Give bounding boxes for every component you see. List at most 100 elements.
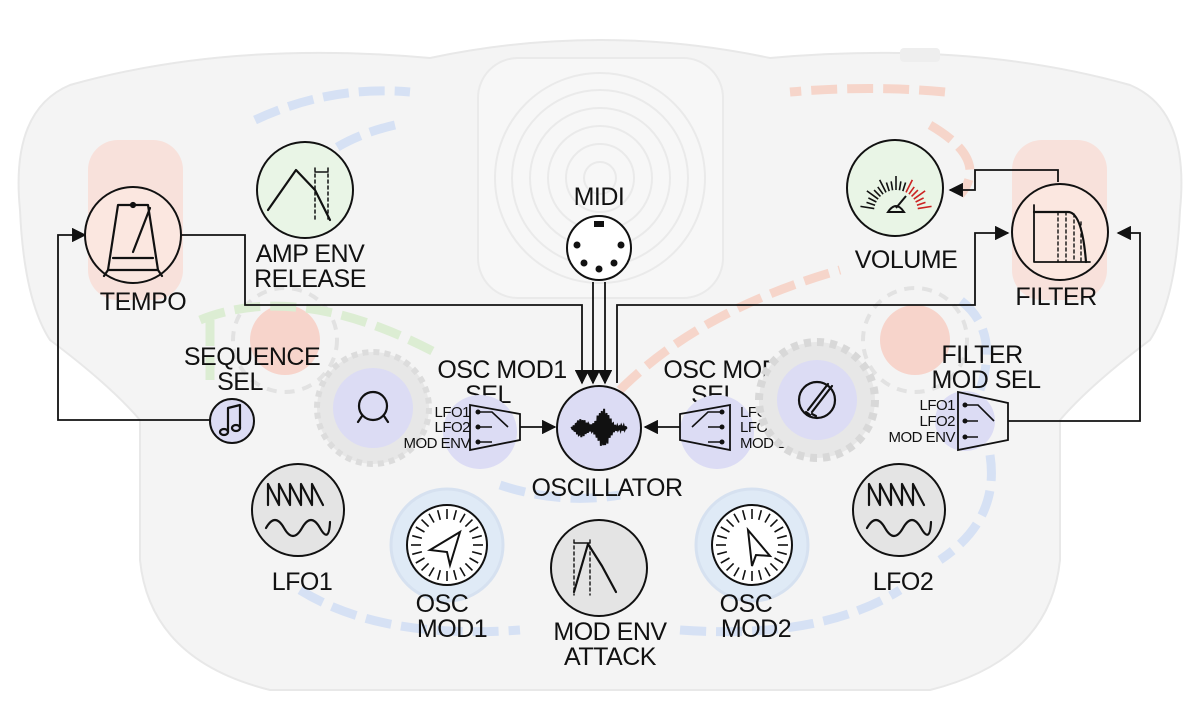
tick-mark: [452, 569, 458, 580]
filter-mod-input-lfo2: LFO2: [919, 413, 955, 430]
tick-mark: [915, 197, 924, 203]
tick-mark: [866, 201, 876, 206]
tick-mark: [471, 534, 482, 540]
tick-mark: [420, 518, 430, 528]
vu-meter-icon: [860, 176, 932, 213]
waveform-icon: [570, 408, 628, 446]
tick-mark: [774, 557, 784, 564]
osc-mod1-label-line1: OSC: [416, 590, 469, 618]
osc-mod1-sel-switch[interactable]: OSC MOD1 SEL LFO1 LFO2 MOD ENV: [403, 356, 567, 469]
oscillator-label: OSCILLATOR: [531, 474, 682, 502]
tick-mark: [885, 182, 890, 192]
tick-mark: [415, 526, 425, 533]
tempo-label: TEMPO: [100, 288, 186, 316]
osc-mod1-label-line2: MOD1: [417, 615, 487, 643]
tick-mark: [776, 534, 787, 540]
tick-mark: [764, 567, 771, 577]
tick-mark: [741, 510, 747, 521]
amp-env-release-label-line2: RELEASE: [254, 265, 366, 293]
dial-pointer-icon: [426, 529, 462, 569]
tick-mark: [866, 190, 879, 200]
lfo1-control[interactable]: LFO1: [251, 463, 345, 596]
tick-mark: [741, 569, 747, 580]
tick-mark: [459, 567, 466, 577]
osc-mod1-input-lfo1: LFO1: [434, 404, 470, 421]
tick-mark: [725, 518, 735, 528]
volume-control[interactable]: VOLUME: [846, 139, 958, 274]
tick-mark: [898, 181, 902, 191]
envelope-release-icon: [266, 167, 332, 223]
tick-mark: [877, 186, 884, 195]
filter-mod-input-lfo1: LFO1: [919, 397, 955, 414]
sequence-sel-label-line2: SEL: [217, 368, 263, 396]
left-gear-knob[interactable]: [314, 349, 432, 467]
tick-mark: [757, 569, 763, 580]
dial-pointer-icon: [746, 526, 773, 567]
brush-dial-icon: [797, 380, 837, 420]
tick-mark: [878, 179, 887, 193]
selector-switch-icon: [679, 403, 731, 452]
tick-mark: [459, 513, 466, 523]
oscillator-module[interactable]: OSCILLATOR: [531, 385, 683, 502]
selector-switch-icon: [957, 390, 1009, 452]
mod-env-attack-label-line1: MOD ENV: [553, 618, 667, 646]
right-gear-knob[interactable]: [755, 338, 879, 462]
tick-mark: [860, 205, 875, 210]
tick-mark: [415, 557, 425, 564]
tick-mark: [412, 534, 423, 540]
tick-mark: [868, 197, 877, 203]
tick-mark: [412, 550, 423, 556]
osc-mod1-sel-label-line1: OSC MOD1: [437, 356, 566, 384]
filter-mod-input-mod-env: MOD ENV: [888, 429, 955, 446]
tick-mark: [452, 510, 458, 521]
midi-din-connector-icon: [573, 221, 625, 273]
tick-mark: [913, 190, 926, 200]
osc-mod1-input-mod-env: MOD ENV: [403, 435, 470, 452]
osc-mod2-label-line1: OSC: [720, 590, 773, 618]
music-note-icon: [218, 403, 242, 437]
tick-mark: [464, 518, 474, 528]
amp-env-release-control[interactable]: AMP ENV RELEASE: [254, 141, 366, 293]
filter-control[interactable]: FILTER: [1011, 183, 1109, 311]
signal-wires: [57, 169, 1141, 435]
tick-mark: [757, 510, 763, 521]
tick-mark: [890, 181, 894, 191]
tick-mark: [733, 513, 740, 523]
osc-mod1-dial[interactable]: OSC MOD1: [389, 487, 505, 643]
tick-mark: [916, 201, 926, 206]
tick-mark: [717, 550, 728, 556]
tick-mark: [905, 179, 914, 193]
tick-mark: [436, 510, 442, 521]
tempo-control[interactable]: TEMPO: [84, 186, 187, 316]
tick-mark: [873, 189, 882, 198]
sequence-sel-label-line1: SEQUENCE: [184, 343, 320, 371]
selector-switch-icon: [469, 403, 521, 452]
tick-mark: [420, 562, 430, 572]
mod-env-attack-control[interactable]: MOD ENV ATTACK: [550, 519, 668, 671]
tick-mark: [917, 205, 932, 210]
tick-mark: [910, 189, 919, 198]
tick-mark: [769, 562, 779, 572]
osc-mod2-dial[interactable]: OSC MOD2: [694, 487, 810, 643]
envelope-attack-icon: [572, 539, 618, 596]
midi-input[interactable]: MIDI: [566, 183, 632, 281]
tick-mark: [720, 526, 730, 533]
tick-mark: [720, 557, 730, 564]
lfo2-control[interactable]: LFO2: [852, 463, 946, 596]
tick-mark: [774, 526, 784, 533]
pan-dial-icon: [356, 390, 390, 424]
osc-mod1-input-lfo2: LFO2: [434, 419, 470, 436]
filter-mod-sel-label-line1: FILTER: [941, 341, 1022, 369]
amp-env-release-label-line1: AMP ENV: [256, 240, 365, 268]
filter-mod-sel-switch[interactable]: FILTER MOD SEL LFO1 LFO2 MOD ENV: [888, 341, 1042, 452]
tick-mark: [764, 513, 771, 523]
tick-mark: [469, 526, 479, 533]
tick-mark: [908, 186, 915, 195]
midi-label: MIDI: [574, 183, 625, 211]
tick-mark: [436, 569, 442, 580]
tick-mark: [469, 557, 479, 564]
sequence-sel-control[interactable]: SEQUENCE SEL: [184, 343, 321, 444]
volume-label: VOLUME: [855, 246, 958, 274]
tick-mark: [733, 567, 740, 577]
